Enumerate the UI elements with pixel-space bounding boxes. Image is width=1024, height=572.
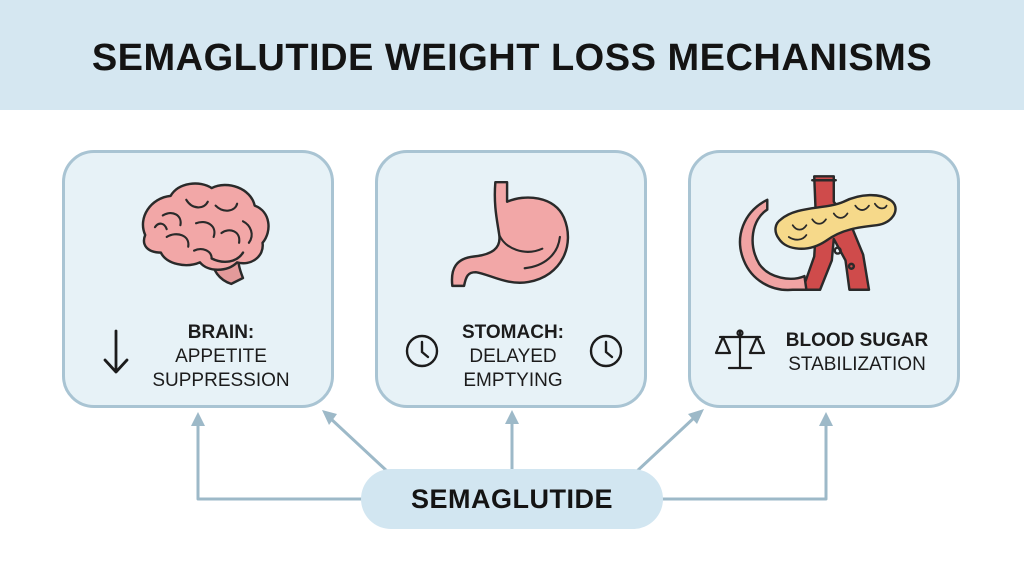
mechanism-label-blood-sugar: BLOOD SUGAR STABILIZATION bbox=[771, 329, 943, 377]
header-banner bbox=[0, 0, 1024, 110]
semaglutide-center-node: SEMAGLUTIDE bbox=[361, 469, 663, 529]
arrow-to-brain-diagonal bbox=[328, 416, 390, 474]
arrowhead bbox=[688, 409, 704, 424]
arrowhead bbox=[191, 412, 205, 426]
balance-scale-icon bbox=[714, 329, 766, 370]
stomach-icon bbox=[450, 180, 570, 288]
arrowhead bbox=[505, 410, 519, 424]
pancreas-and-blood-vessel-icon bbox=[738, 175, 897, 292]
arrow-to-blood-sugar-right bbox=[661, 420, 828, 501]
mechanism-label-stomach: STOMACH: DELAYED EMPTYING bbox=[440, 321, 586, 393]
arrowhead bbox=[819, 412, 833, 426]
mechanism-heading: STOMACH: bbox=[461, 322, 565, 343]
mechanism-heading: BRAIN: bbox=[187, 322, 255, 343]
mechanism-card-brain: BRAIN: APPETITE SUPPRESSION bbox=[62, 150, 334, 408]
mechanism-line: APPETITE bbox=[175, 346, 267, 367]
mechanism-line: STABILIZATION bbox=[788, 354, 926, 375]
mechanism-heading: BLOOD SUGAR bbox=[785, 330, 929, 351]
down-arrow-icon bbox=[103, 329, 129, 374]
mechanism-card-stomach: STOMACH: DELAYED EMPTYING bbox=[375, 150, 647, 408]
mechanism-line: SUPPRESSION bbox=[152, 370, 290, 391]
clock-icon bbox=[405, 334, 439, 368]
arrow-to-brain-left bbox=[196, 420, 364, 501]
arrowhead bbox=[322, 410, 337, 425]
arrow-to-blood-sugar-diagonal bbox=[634, 414, 698, 474]
brain-icon bbox=[141, 182, 270, 286]
clock-icon bbox=[589, 334, 623, 368]
page-title: SEMAGLUTIDE WEIGHT LOSS MECHANISMS bbox=[91, 37, 933, 79]
mechanism-card-blood-sugar: BLOOD SUGAR STABILIZATION bbox=[688, 150, 960, 408]
mechanism-line: EMPTYING bbox=[463, 370, 563, 391]
mechanism-line: DELAYED bbox=[469, 346, 557, 367]
mechanism-label-brain: BRAIN: APPETITE SUPPRESSION bbox=[131, 321, 311, 393]
